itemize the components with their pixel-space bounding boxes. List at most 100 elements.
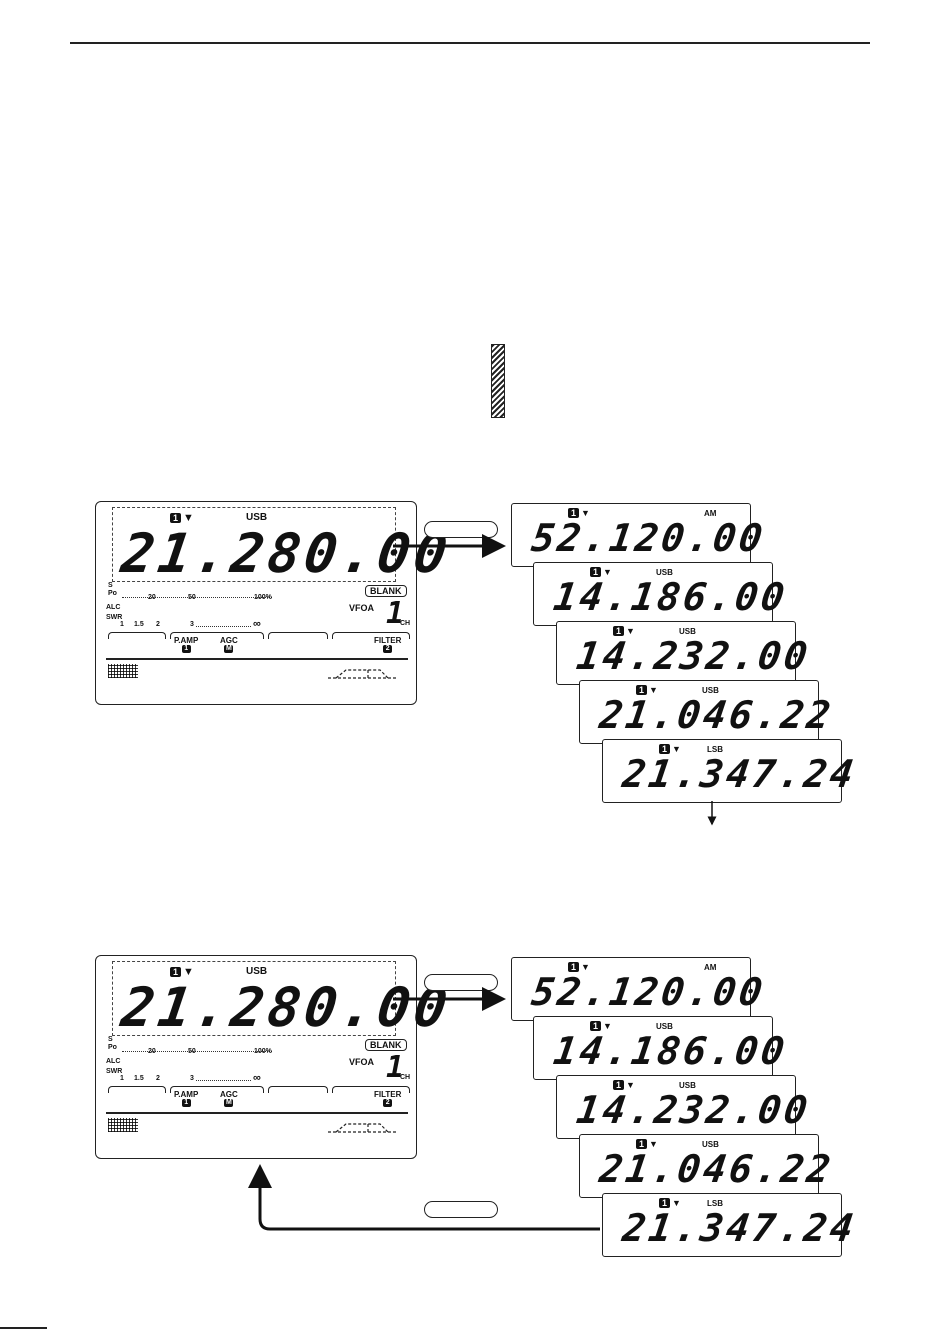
memory-mode: USB: [679, 627, 696, 636]
function-slot-4: [332, 632, 410, 639]
swr-scale-1-5: 1.5: [134, 621, 144, 628]
function-slot-1: [108, 1086, 166, 1093]
memory-screen-2: 1▼ USB 14.186.00: [533, 562, 790, 626]
meter-po-label: Po: [108, 1044, 117, 1051]
key-pill-2: [424, 974, 498, 991]
function-slot-4: [332, 1086, 410, 1093]
vfo-antenna-indicator: 1▼: [613, 1080, 635, 1090]
vfo-antenna-indicator: 1▼: [568, 962, 590, 972]
antenna-icon: ▼: [183, 512, 194, 524]
channel-label: CH: [400, 620, 411, 627]
display-divider: [106, 658, 408, 660]
mode-label: USB: [246, 966, 268, 977]
vfo-antenna-indicator: 1▼: [659, 744, 681, 754]
antenna-icon: ▼: [183, 966, 194, 978]
memory-mode: LSB: [707, 1199, 723, 1208]
vfo-icon: 1: [613, 626, 625, 636]
function-slot-3: [268, 632, 328, 639]
memory-screen-1: 1▼ AM 52.120.00: [511, 503, 768, 567]
filter-badge: 2: [383, 645, 393, 653]
meter-swr-label: SWR: [106, 614, 123, 621]
po-scale-100: 100%: [254, 1048, 272, 1055]
vfo-antenna-indicator: 1▼: [170, 512, 194, 524]
vfo-icon: 1: [568, 962, 580, 972]
memory-mode: AM: [704, 963, 717, 972]
vfo-antenna-indicator: 1▼: [636, 685, 658, 695]
blank-indicator: BLANK: [365, 1039, 407, 1051]
vfo-antenna-indicator: 1▼: [170, 966, 194, 978]
po-scale-50: 50: [188, 1048, 196, 1055]
mode-label: USB: [246, 512, 268, 523]
memory-mode: USB: [679, 1081, 696, 1090]
vfo-icon: 1: [659, 744, 671, 754]
pamp-badge: 1: [181, 1099, 191, 1107]
swr-scale-1-5: 1.5: [134, 1075, 144, 1082]
hatched-marker: [491, 344, 505, 418]
swr-scale-3: 3: [190, 621, 194, 628]
vfo-icon: 1: [659, 1198, 671, 1208]
agc-badge: M: [224, 645, 234, 653]
vfo-antenna-indicator: 1▼: [636, 1139, 658, 1149]
memory-mode: USB: [702, 1140, 719, 1149]
vfo-antenna-indicator: 1▼: [568, 508, 590, 518]
key-pill-1: [424, 521, 498, 538]
vfo-label: VFOA: [349, 603, 375, 613]
memory-screen-5: 1▼ LSB 21.347.24: [602, 1193, 859, 1257]
page-margin-mark: [0, 1327, 47, 1329]
meter-alc-label: ALC: [106, 604, 121, 611]
meter-alc-label: ALC: [106, 1058, 121, 1065]
function-slot-2: [170, 632, 264, 639]
filter-shape-icon: [328, 1123, 398, 1133]
swr-scale-dots: [196, 1080, 251, 1081]
channel-label: CH: [400, 1074, 411, 1081]
vfo-icon: 1: [636, 1139, 648, 1149]
dot-matrix-icon: [108, 664, 138, 678]
vfo-icon: 1: [613, 1080, 625, 1090]
po-scale-dots: [122, 1051, 272, 1052]
arrow-return-to-vfo: [248, 1164, 600, 1231]
vfo-icon: 1: [590, 567, 602, 577]
vfo-icon: 1: [170, 967, 182, 977]
dot-matrix-icon: [108, 1118, 138, 1132]
swr-scale-infinity: ∞: [253, 618, 261, 630]
vfo-icon: 1: [636, 685, 648, 695]
vfo-icon: 1: [170, 513, 182, 523]
memory-screen-4: 1▼ USB 21.046.22: [579, 1134, 836, 1198]
memory-screen-4: 1▼ USB 21.046.22: [579, 680, 836, 744]
function-slot-2: [170, 1086, 264, 1093]
main-display-2: 1▼ USB 21.280.00 S Po 20 50 100% ALC SWR…: [95, 955, 455, 1159]
vfo-antenna-indicator: 1▼: [659, 1198, 681, 1208]
key-pill-3: [424, 1201, 498, 1218]
memory-mode: USB: [702, 686, 719, 695]
po-scale-20: 20: [148, 1048, 156, 1055]
memory-screen-3: 1▼ USB 14.232.00: [556, 621, 813, 685]
agc-badge: M: [224, 1099, 234, 1107]
memory-mode: USB: [656, 568, 673, 577]
po-scale-20: 20: [148, 594, 156, 601]
filter-badge: 2: [383, 1099, 393, 1107]
channel-number: 1: [386, 596, 405, 631]
memory-mode: USB: [656, 1022, 673, 1031]
blank-indicator: BLANK: [365, 585, 407, 597]
po-scale-50: 50: [188, 594, 196, 601]
swr-scale-2: 2: [156, 621, 160, 628]
vfo-icon: 1: [590, 1021, 602, 1031]
main-display: 1▼ USB 21.280.00 S Po 20 50 100% ALC SWR…: [95, 501, 455, 705]
swr-scale-infinity: ∞: [253, 1072, 261, 1084]
vfo-label: VFOA: [349, 1057, 375, 1067]
swr-scale-2: 2: [156, 1075, 160, 1082]
pamp-badge: 1: [181, 645, 191, 653]
vfo-antenna-indicator: 1▼: [590, 567, 612, 577]
meter-po-label: Po: [108, 590, 117, 597]
memory-screen-5: 1▼ LSB 21.347.24: [602, 739, 859, 803]
function-slot-1: [108, 632, 166, 639]
memory-screen-2: 1▼ USB 14.186.00: [533, 1016, 790, 1080]
function-slot-3: [268, 1086, 328, 1093]
swr-scale-1: 1: [120, 621, 124, 628]
swr-scale-3: 3: [190, 1075, 194, 1082]
meter-swr-label: SWR: [106, 1068, 123, 1075]
